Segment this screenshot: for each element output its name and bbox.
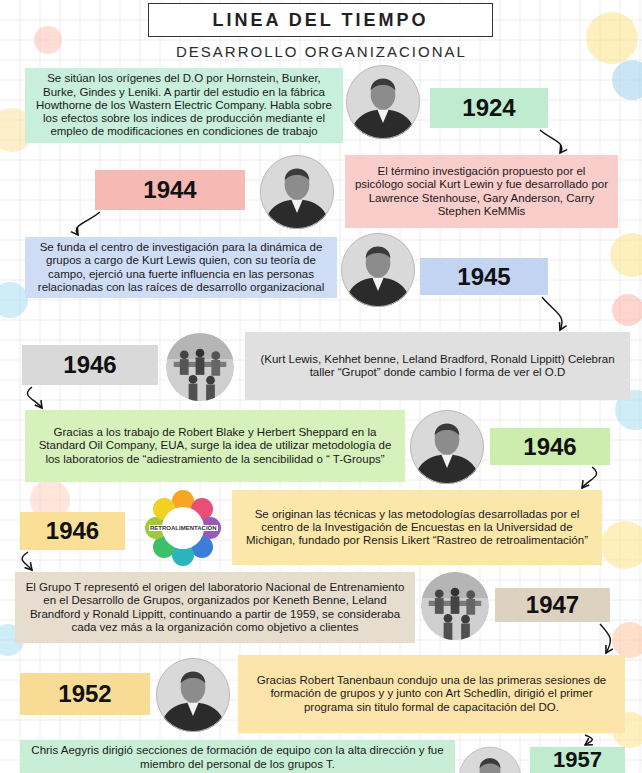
year-box: 1957 <box>530 747 625 773</box>
event-box: Chris Aegyris dirigió secciones de forma… <box>20 740 455 773</box>
year-label: 1946 <box>63 351 116 379</box>
portrait <box>346 65 420 140</box>
subtitle: DESARROLLO ORGANIZACIONAL <box>176 43 467 60</box>
curved-arrow <box>542 297 562 330</box>
event-text: El término investigación propuesto por e… <box>353 165 610 218</box>
group-photo <box>166 333 234 402</box>
event-text: Chris Aegyris dirigió secciones de forma… <box>28 744 447 770</box>
year-box: 1944 <box>95 170 245 210</box>
event-text: Se originan las técnicas y las metodolog… <box>240 508 594 548</box>
year-box: 1947 <box>495 588 610 622</box>
year-label: 1952 <box>58 680 111 708</box>
event-box: Gracias Robert Tanenbaun condujo una de … <box>238 655 625 733</box>
event-text: Gracias a los trabajo de Robert Blake y … <box>33 426 397 466</box>
year-label: 1945 <box>457 263 510 291</box>
year-label: 1944 <box>143 176 196 204</box>
year-label: 1947 <box>526 591 579 619</box>
curved-arrow <box>27 387 42 408</box>
event-box: (Kurt Lewis, Kehhet benne, Leland Bradfo… <box>245 332 630 400</box>
event-box: Se sitúan los orígenes del D.O por Horns… <box>25 68 343 143</box>
icon-label: RETROALIMENTACIÓN <box>149 525 218 531</box>
portrait <box>410 410 484 485</box>
decor-circles <box>0 12 642 748</box>
event-box: El término investigación propuesto por e… <box>345 155 618 228</box>
year-box: 1945 <box>420 258 548 295</box>
event-box: Se originan las técnicas y las metodolog… <box>232 490 602 565</box>
curved-arrow <box>585 735 592 745</box>
curved-arrow <box>76 212 100 235</box>
year-label: 1924 <box>462 94 515 122</box>
portrait <box>341 233 415 308</box>
title: LINEA DEL TIEMPO <box>212 10 428 31</box>
curved-arrow <box>600 624 610 653</box>
curved-arrow <box>582 467 597 488</box>
year-label: 1946 <box>46 517 99 545</box>
event-text: Se sitúan los orígenes del D.O por Horns… <box>33 72 335 138</box>
event-text: Se funda el centro de investigación para… <box>33 241 329 294</box>
group-photo <box>421 572 489 641</box>
year-label: 1946 <box>523 433 576 461</box>
portrait <box>156 658 230 733</box>
year-label: 1957 <box>553 747 602 773</box>
curved-arrow <box>22 552 32 570</box>
title-box: LINEA DEL TIEMPO <box>148 3 493 37</box>
portrait <box>459 747 521 773</box>
event-box: Gracias a los trabajo de Robert Blake y … <box>25 410 405 482</box>
event-box: El Grupo T representó el origen del labo… <box>15 572 415 643</box>
event-text: Gracias Robert Tanenbaun condujo una de … <box>246 674 617 714</box>
portrait <box>260 155 334 230</box>
year-box: 1924 <box>430 88 548 128</box>
curved-arrow <box>540 130 562 153</box>
event-box: Se funda el centro de investigación para… <box>25 237 337 298</box>
year-box: 1946 <box>22 345 158 385</box>
event-text: (Kurt Lewis, Kehhet benne, Leland Bradfo… <box>253 353 622 379</box>
year-box: 1946 <box>20 512 125 550</box>
year-box: 1946 <box>490 428 610 465</box>
event-text: El Grupo T representó el origen del labo… <box>23 581 407 634</box>
year-box: 1952 <box>20 673 150 715</box>
feedback-icon <box>145 490 221 566</box>
